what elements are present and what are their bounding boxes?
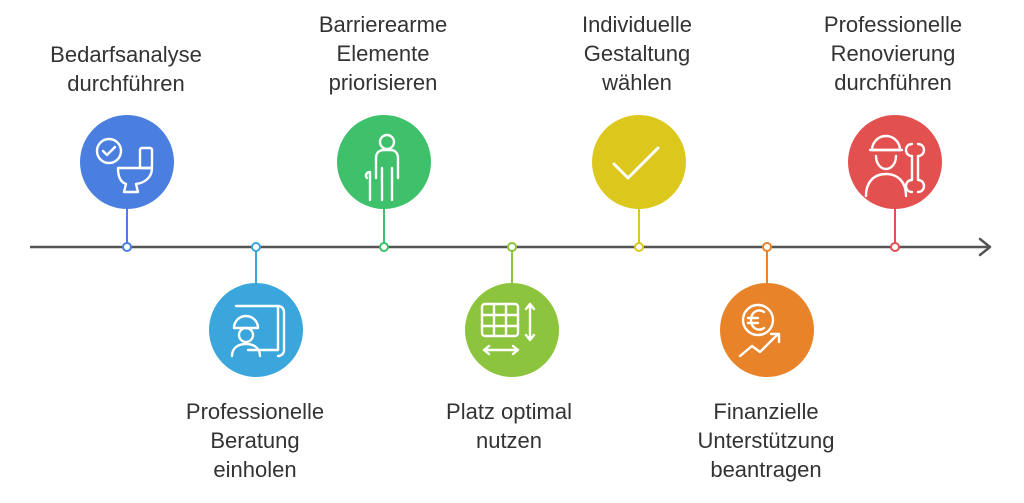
engineer-blueprint-icon [230, 304, 286, 358]
worker-wrench-icon [864, 134, 926, 198]
step-label-6: Professionelle Renovierung durchführen [823, 12, 963, 95]
step-label-2: Barrierearme Elemente priorisieren [318, 12, 448, 95]
axis-dot-0 [122, 242, 132, 252]
step-label-3: Platz optimal nutzen [446, 399, 572, 453]
euro-growth-icon [738, 303, 781, 358]
axis-dot-3 [507, 242, 517, 252]
step-label-1: Professionelle Beratung einholen [185, 399, 325, 482]
step-label-0: Bedarfsanalyse durchführen [50, 42, 202, 96]
step-circle-5 [720, 283, 814, 377]
step-circle-4 [592, 115, 686, 209]
person-with-cane-icon [364, 133, 400, 202]
axis-dot-1 [251, 242, 261, 252]
axis-dot-5 [762, 242, 772, 252]
step-circle-1 [209, 283, 303, 377]
step-label-5: Finanzielle Unterstützung beantragen [697, 399, 835, 482]
axis-dot-6 [890, 242, 900, 252]
step-circle-3 [465, 283, 559, 377]
step-circle-6 [848, 115, 942, 209]
step-label-4: Individuelle Gestaltung wählen [581, 12, 693, 95]
grid-dimensions-icon [480, 302, 536, 356]
step-circle-2 [337, 115, 431, 209]
axis-dot-2 [379, 242, 389, 252]
axis-dot-4 [634, 242, 644, 252]
toilet-check-icon [95, 137, 154, 194]
checkmark-icon [612, 146, 660, 180]
timeline-arrowhead-icon [978, 237, 992, 257]
step-circle-0 [80, 115, 174, 209]
